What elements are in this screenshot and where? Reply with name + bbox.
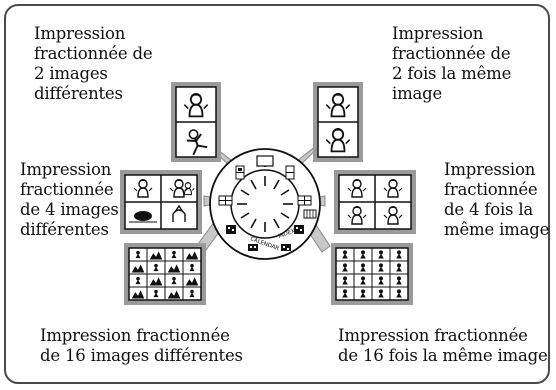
panel-2-same	[313, 82, 363, 162]
two-split-icon	[235, 165, 245, 180]
label-2-different: Impression fractionnée de 2 images diffé…	[34, 24, 153, 103]
sixteen-split-icon	[226, 225, 236, 234]
two-same-icon	[285, 165, 295, 180]
label-4-same: Impression fractionnée de 4 fois la même…	[444, 160, 550, 239]
index-icon	[281, 244, 291, 251]
label-16-different: Impression fractionnée de 16 images diff…	[40, 326, 243, 365]
single-print-icon	[256, 155, 274, 167]
panel-2-different	[171, 82, 221, 162]
mode-dial: CALENDAR INDEX	[209, 148, 321, 260]
four-split-icon	[218, 195, 233, 206]
index-label: INDEX	[278, 228, 296, 240]
sixteen-same-icon	[294, 225, 304, 234]
panel-16-different	[124, 243, 206, 305]
label-16-same: Impression fractionnée de 16 fois la mêm…	[338, 326, 548, 365]
calendar-icon	[248, 244, 258, 251]
four-same-icon	[297, 195, 312, 206]
panel-4-different	[120, 170, 202, 234]
dial-ticks	[237, 176, 293, 232]
label-2-same: Impression fractionnée de 2 fois la même…	[392, 24, 512, 103]
label-4-different: Impression fractionnée de 4 images diffé…	[20, 160, 119, 239]
film-strip-icon	[303, 209, 317, 219]
panel-4-same	[334, 170, 416, 234]
panel-16-same	[331, 243, 413, 305]
